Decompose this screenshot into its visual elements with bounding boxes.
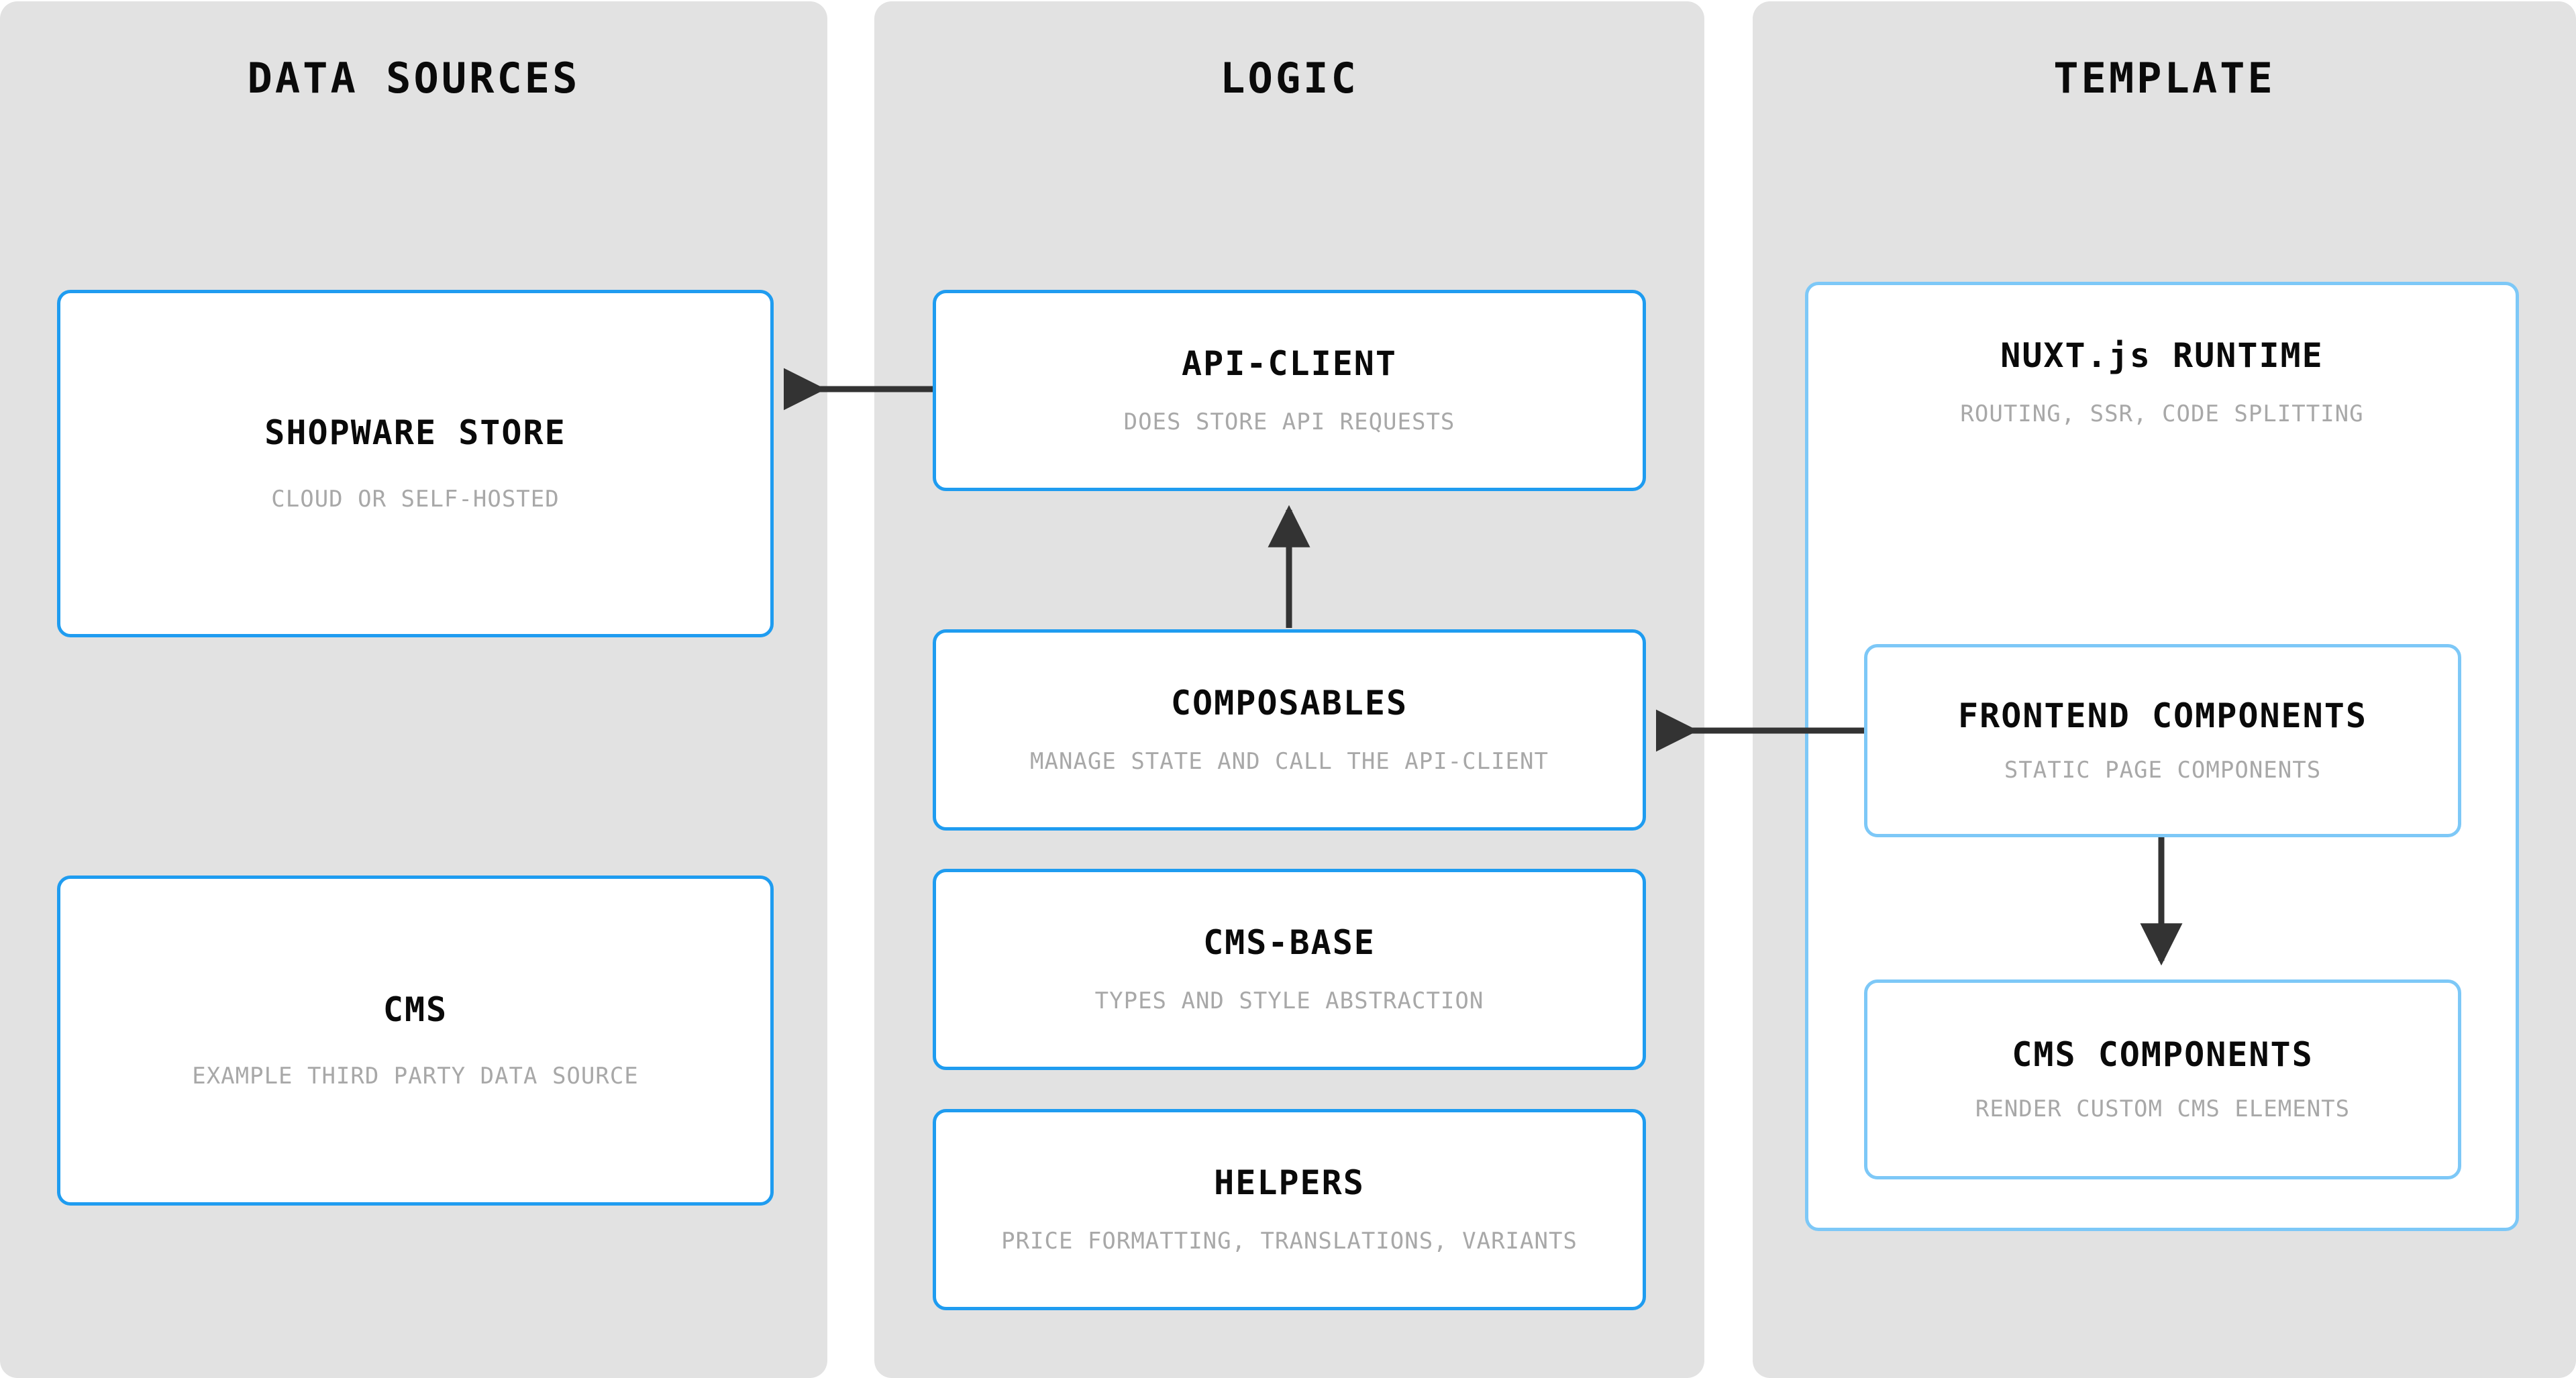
node-title: API-CLIENT [1181,343,1398,383]
node-frontend-components[interactable]: FRONTEND COMPONENTS STATIC PAGE COMPONEN… [1864,644,2461,837]
node-subtitle: PRICE FORMATTING, TRANSLATIONS, VARIANTS [1001,1227,1578,1255]
node-subtitle: CLOUD OR SELF-HOSTED [271,485,560,513]
node-subtitle: RENDER CUSTOM CMS ELEMENTS [1975,1095,2351,1122]
node-title: CMS COMPONENTS [2012,1035,2314,1074]
column-title-logic: LOGIC [1220,54,1359,103]
node-subtitle: ROUTING, SSR, CODE SPLITTING [1960,401,2364,427]
node-title: FRONTEND COMPONENTS [1958,696,2367,735]
column-title-data-sources: DATA SOURCES [247,54,580,103]
node-title: COMPOSABLES [1170,683,1408,723]
node-shopware-store[interactable]: SHOPWARE STORE CLOUD OR SELF-HOSTED [57,290,774,637]
node-title: NUXT.js RUNTIME [2000,336,2324,375]
node-cms-base[interactable]: CMS-BASE TYPES AND STYLE ABSTRACTION [933,869,1646,1070]
node-subtitle: TYPES AND STYLE ABSTRACTION [1094,987,1484,1014]
node-subtitle: STATIC PAGE COMPONENTS [2004,756,2322,784]
node-composables[interactable]: COMPOSABLES MANAGE STATE AND CALL THE AP… [933,629,1646,831]
node-subtitle: EXAMPLE THIRD PARTY DATA SOURCE [192,1062,639,1090]
node-subtitle: MANAGE STATE AND CALL THE API-CLIENT [1030,747,1549,775]
node-helpers[interactable]: HELPERS PRICE FORMATTING, TRANSLATIONS, … [933,1109,1646,1310]
node-subtitle: DOES STORE API REQUESTS [1123,408,1455,435]
node-cms[interactable]: CMS EXAMPLE THIRD PARTY DATA SOURCE [57,876,774,1206]
node-title: HELPERS [1214,1163,1365,1202]
node-api-client[interactable]: API-CLIENT DOES STORE API REQUESTS [933,290,1646,491]
column-title-template: TEMPLATE [2053,54,2275,103]
node-title: CMS [382,990,448,1029]
node-title: CMS-BASE [1203,922,1376,962]
node-title: SHOPWARE STORE [264,413,566,452]
node-cms-components[interactable]: CMS COMPONENTS RENDER CUSTOM CMS ELEMENT… [1864,979,2461,1179]
